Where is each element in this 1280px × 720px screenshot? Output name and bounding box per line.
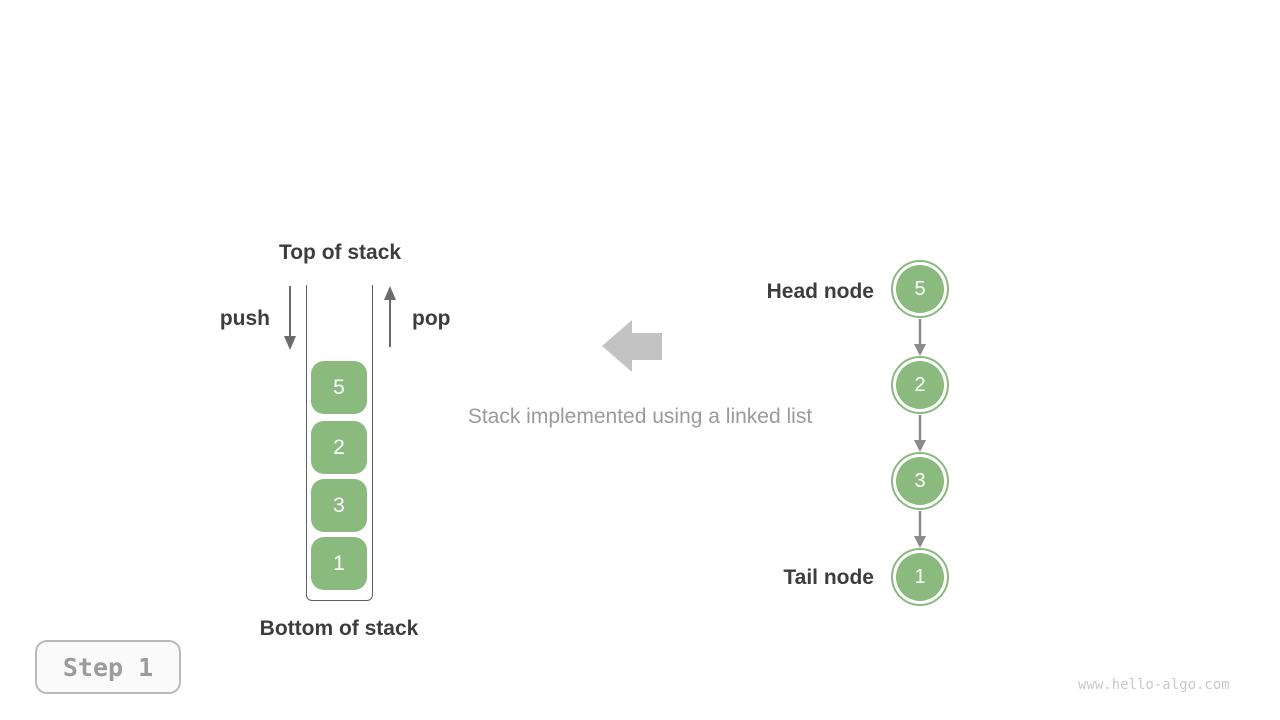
step-badge: Step 1: [35, 640, 181, 694]
list-node: 5: [891, 260, 949, 318]
stack-item: 3: [311, 479, 367, 532]
pop-label: pop: [412, 307, 451, 330]
watermark: www.hello-algo.com: [1078, 677, 1230, 693]
stack-item: 5: [311, 361, 367, 414]
list-node: 2: [891, 356, 949, 414]
link-arrow-1-icon: [914, 319, 926, 356]
node-value: 3: [896, 457, 944, 505]
link-arrow-2-icon: [914, 415, 926, 452]
link-arrow-3-icon: [914, 511, 926, 548]
left-block-arrow-icon: [602, 320, 662, 372]
bottom-of-stack-label: Bottom of stack: [259, 617, 419, 640]
tail-node-label: Tail node: [783, 566, 874, 589]
list-node: 3: [891, 452, 949, 510]
push-arrow-icon: [284, 286, 296, 350]
step-badge-label: Step 1: [62, 652, 154, 682]
push-label: push: [219, 307, 270, 330]
caption-text: Stack implemented using a linked list: [467, 405, 813, 428]
list-node: 1: [891, 548, 949, 606]
node-value: 1: [896, 553, 944, 601]
top-of-stack-label: Top of stack: [278, 241, 402, 264]
pop-arrow-icon: [384, 286, 396, 347]
head-node-label: Head node: [766, 280, 874, 303]
stack-item: 1: [311, 537, 367, 590]
node-value: 5: [896, 265, 944, 313]
node-value: 2: [896, 361, 944, 409]
stack-item: 2: [311, 421, 367, 474]
